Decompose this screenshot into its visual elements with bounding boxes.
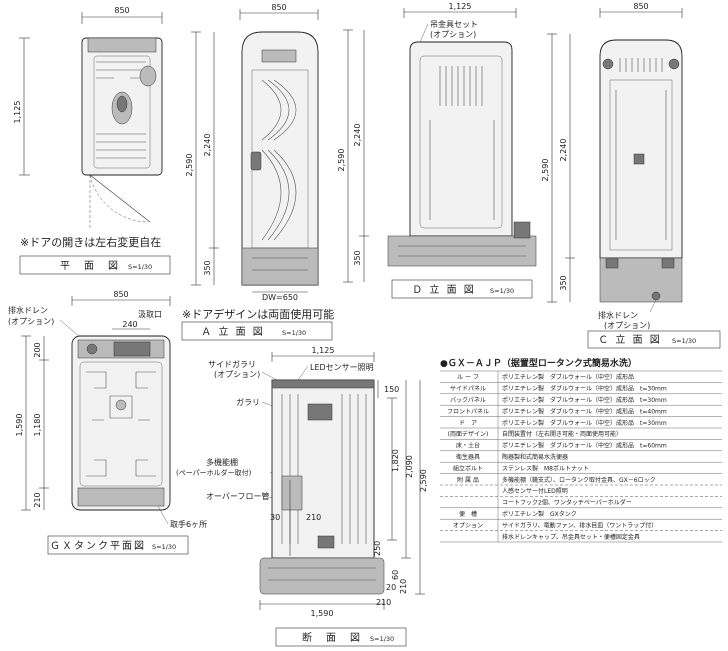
section-dim-1820: 1,820 [391, 449, 400, 472]
plan-view: 850 1,125 ※ドアの開きは左右変更自在 平 面 図 S=1/30 [13, 6, 171, 275]
c-drain-label-1: 排水ドレン [598, 310, 638, 320]
spec-detail: ポリエチレン製 ダブルウォール（中空）成形品 t=30mm [502, 396, 667, 404]
tank-depth-total: 1,590 [15, 414, 24, 437]
c-drain-label-2: (オプション) [604, 321, 650, 330]
section-shelf-label-2: (ペーパーホルダー取付) [176, 468, 252, 477]
plan-width-dim: 850 [114, 6, 129, 15]
c-height-body: 2,240 [559, 139, 568, 162]
spec-detail: ポリエチレン製 ダブルウォール（中空）成形品 t=30mm [502, 385, 667, 393]
section-caption: 断 面 図 [302, 631, 362, 644]
a-scale: S=1/30 [282, 329, 306, 337]
section-dim-250: 250 [373, 541, 382, 556]
a-caption: Ａ 立 面 図 [201, 325, 265, 338]
a-note: ※ドアデザインは両面使用可能 [182, 307, 334, 321]
tank-handle-label: 取手6ヶ所 [170, 519, 207, 529]
spec-detail: 自閉装置付（左右開き可能・両面使用可能） [502, 430, 622, 438]
plan-scale: S=1/30 [128, 263, 152, 271]
c-caption: Ｃ 立 面 図 [598, 333, 662, 346]
tank-drain-label-2: (オプション) [8, 317, 54, 326]
section-dim-2590: 2,590 [419, 469, 428, 492]
spec-detail: ステンレス製 M8ボルトナット [502, 464, 589, 472]
spec-table: ●ＧＸ－ＡＪＰ（据置型ロータンク式簡易水洗） ル ー フポリエチレン製 ダブルウ… [440, 357, 722, 543]
section-dim-210-base: 210 [399, 579, 408, 594]
spec-detail: 排水ドレンキャップ、吊金具セット・便槽固定金具 [502, 533, 640, 541]
spec-detail: 人感センサー付LED照明 [502, 487, 568, 495]
spec-detail: ポリエチレン製 ダブルウォール（中空）成形品 t=60mm [502, 442, 667, 450]
spec-item: 便 槽 [459, 510, 477, 518]
spec-detail: コートフック2個、ワンタッチペーパーホルダー [502, 499, 632, 507]
spec-detail: ポリエチレン製 GXタンク [502, 510, 577, 518]
tank-drain-label-1: 排水ドレン [8, 305, 48, 315]
tank-depth-mid: 1,180 [33, 414, 42, 437]
section-dim-30: 30 [270, 513, 280, 522]
spec-detail: 多機能棚（鏡支式）、ロータンク取付金具、GX－6ロック [502, 476, 656, 484]
a-elevation: 850 2,590 2,240 350 DW=650 ※ドアデザインは両面使用可… [181, 3, 334, 341]
tank-depth-bottom: 210 [33, 492, 42, 507]
section-gallery-label: ガラリ [236, 397, 260, 407]
section-dim-210-inner: 210 [306, 513, 321, 522]
spec-detail: ポリエチレン製 ダブルウォール（中空）成形品 [502, 373, 634, 381]
section-width-bottom: 1,590 [311, 609, 334, 618]
a-height-base: 350 [203, 260, 212, 275]
d-width-dim: 1,125 [449, 2, 472, 11]
section-side-gallery-1: サイドガラリ [208, 359, 256, 369]
d-elevation: 1,125 吊金具セット (オプション) 2,590 2,240 350 Ｄ 立… [337, 2, 537, 299]
spec-detail: ポリエチレン製 ダブルウォール（中空）成形品 t=30mm [502, 419, 667, 427]
spec-item: (両面デザイン) [448, 430, 489, 438]
tank-caption: ＧＸタンク平面図 [50, 540, 146, 552]
tank-intake-dim: 240 [122, 320, 137, 329]
tank-intake-label: 汲取口 [138, 310, 162, 319]
section-shelf-label-1: 多機能棚 [206, 457, 238, 467]
plan-caption: 平 面 図 [60, 260, 120, 272]
section-width-top: 1,125 [312, 346, 335, 355]
d-height-total: 2,590 [337, 149, 346, 172]
d-height-body: 2,240 [353, 124, 362, 147]
section-scale: S=1/30 [370, 635, 394, 643]
spec-detail: 陶器製和式簡易水洗便器 [502, 453, 568, 461]
a-width-dim: 850 [271, 3, 286, 12]
spec-item: バックパネル [450, 397, 486, 404]
tank-width-dim: 850 [113, 290, 128, 299]
section-dim-210-bottom: 210 [376, 598, 391, 607]
d-caption: Ｄ 立 面 図 [412, 283, 476, 296]
spec-item: 床・土台 [456, 442, 480, 450]
spec-detail: ポリエチレン製 ダブルウォール（中空）成形品 t=40mm [502, 407, 667, 415]
spec-item: フロントパネル [447, 408, 489, 415]
d-scale: S=1/30 [490, 287, 514, 295]
d-hanger-label-2: (オプション) [430, 30, 476, 39]
tank-scale: S=1/30 [152, 543, 176, 551]
a-height-body: 2,240 [203, 134, 212, 157]
spec-item: オプション [453, 522, 483, 529]
c-scale: S=1/30 [672, 337, 696, 345]
section-dim-150: 150 [384, 385, 399, 394]
plan-depth-dim: 1,125 [13, 101, 22, 124]
plan-note: ※ドアの開きは左右変更自在 [20, 235, 161, 249]
section-dim-2090: 2,090 [405, 455, 414, 478]
a-height-total: 2,590 [185, 154, 194, 177]
c-height-base: 350 [559, 275, 568, 290]
section-side-gallery-2: (オプション) [214, 370, 260, 379]
spec-item: 組立ボルト [453, 464, 483, 472]
c-elevation: 850 2,590 2,240 350 排水ドレン (オプション) Ｃ 立 面 … [541, 2, 721, 349]
d-height-base: 350 [353, 250, 362, 265]
spec-item: サイドパネル [450, 386, 486, 393]
section-overflow-label: オーバーフロー管 [206, 491, 269, 501]
spec-table-title: ●ＧＸ－ＡＪＰ（据置型ロータンク式簡易水洗） [440, 357, 637, 369]
section-view: 1,125 サイドガラリ (オプション) LEDセンサー照明 ガラリ 多機能棚 … [176, 346, 428, 647]
spec-item: 衛生器具 [456, 453, 480, 461]
section-led-label: LEDセンサー照明 [310, 363, 374, 372]
tank-plan: 排水ドレン (オプション) 850 汲取口 240 1,590 200 1,18… [8, 290, 207, 555]
a-door-width: DW=650 [262, 293, 298, 302]
c-width-dim: 850 [633, 2, 648, 11]
c-height-total: 2,590 [541, 159, 550, 182]
tank-depth-top: 200 [33, 342, 42, 357]
spec-item: ル ー フ [457, 374, 479, 381]
section-dim-60: 60 [391, 570, 400, 580]
spec-detail: サイドガラリ、竜動ファン、排水目皿（ワントラップ付） [502, 521, 657, 529]
spec-item: 附 属 品 [457, 476, 479, 484]
spec-item: ド ア [459, 420, 477, 427]
section-dim-20: 20 [386, 583, 396, 592]
d-hanger-label-1: 吊金具セット [430, 19, 478, 29]
